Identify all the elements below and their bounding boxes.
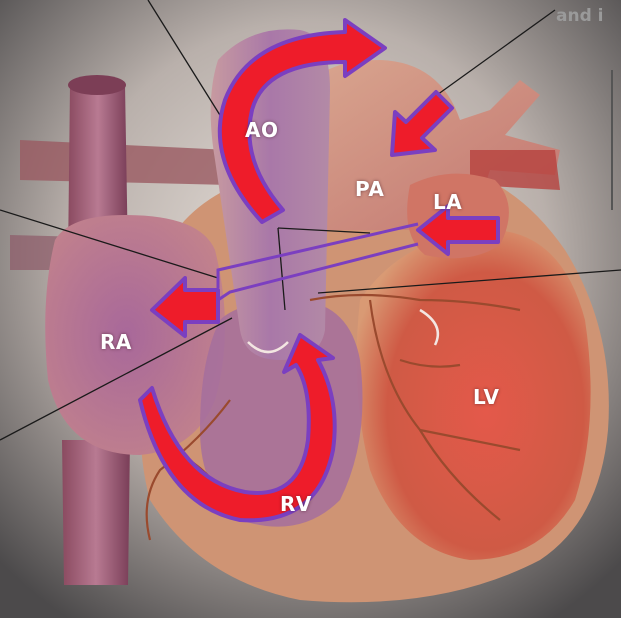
label-pulmonary-artery: PA bbox=[355, 177, 384, 201]
label-right-atrium: RA bbox=[100, 330, 132, 354]
inferior-vena-cava bbox=[62, 440, 130, 585]
vena-cava-opening bbox=[68, 75, 126, 95]
label-aorta: AO bbox=[245, 118, 278, 142]
label-left-atrium: LA bbox=[433, 190, 462, 214]
left-atrium bbox=[407, 174, 509, 259]
right-atrium bbox=[45, 215, 225, 455]
label-right-ventricle: RV bbox=[280, 492, 312, 516]
label-left-ventricle: LV bbox=[473, 385, 499, 409]
corner-caption-fragment: and i bbox=[556, 6, 604, 26]
